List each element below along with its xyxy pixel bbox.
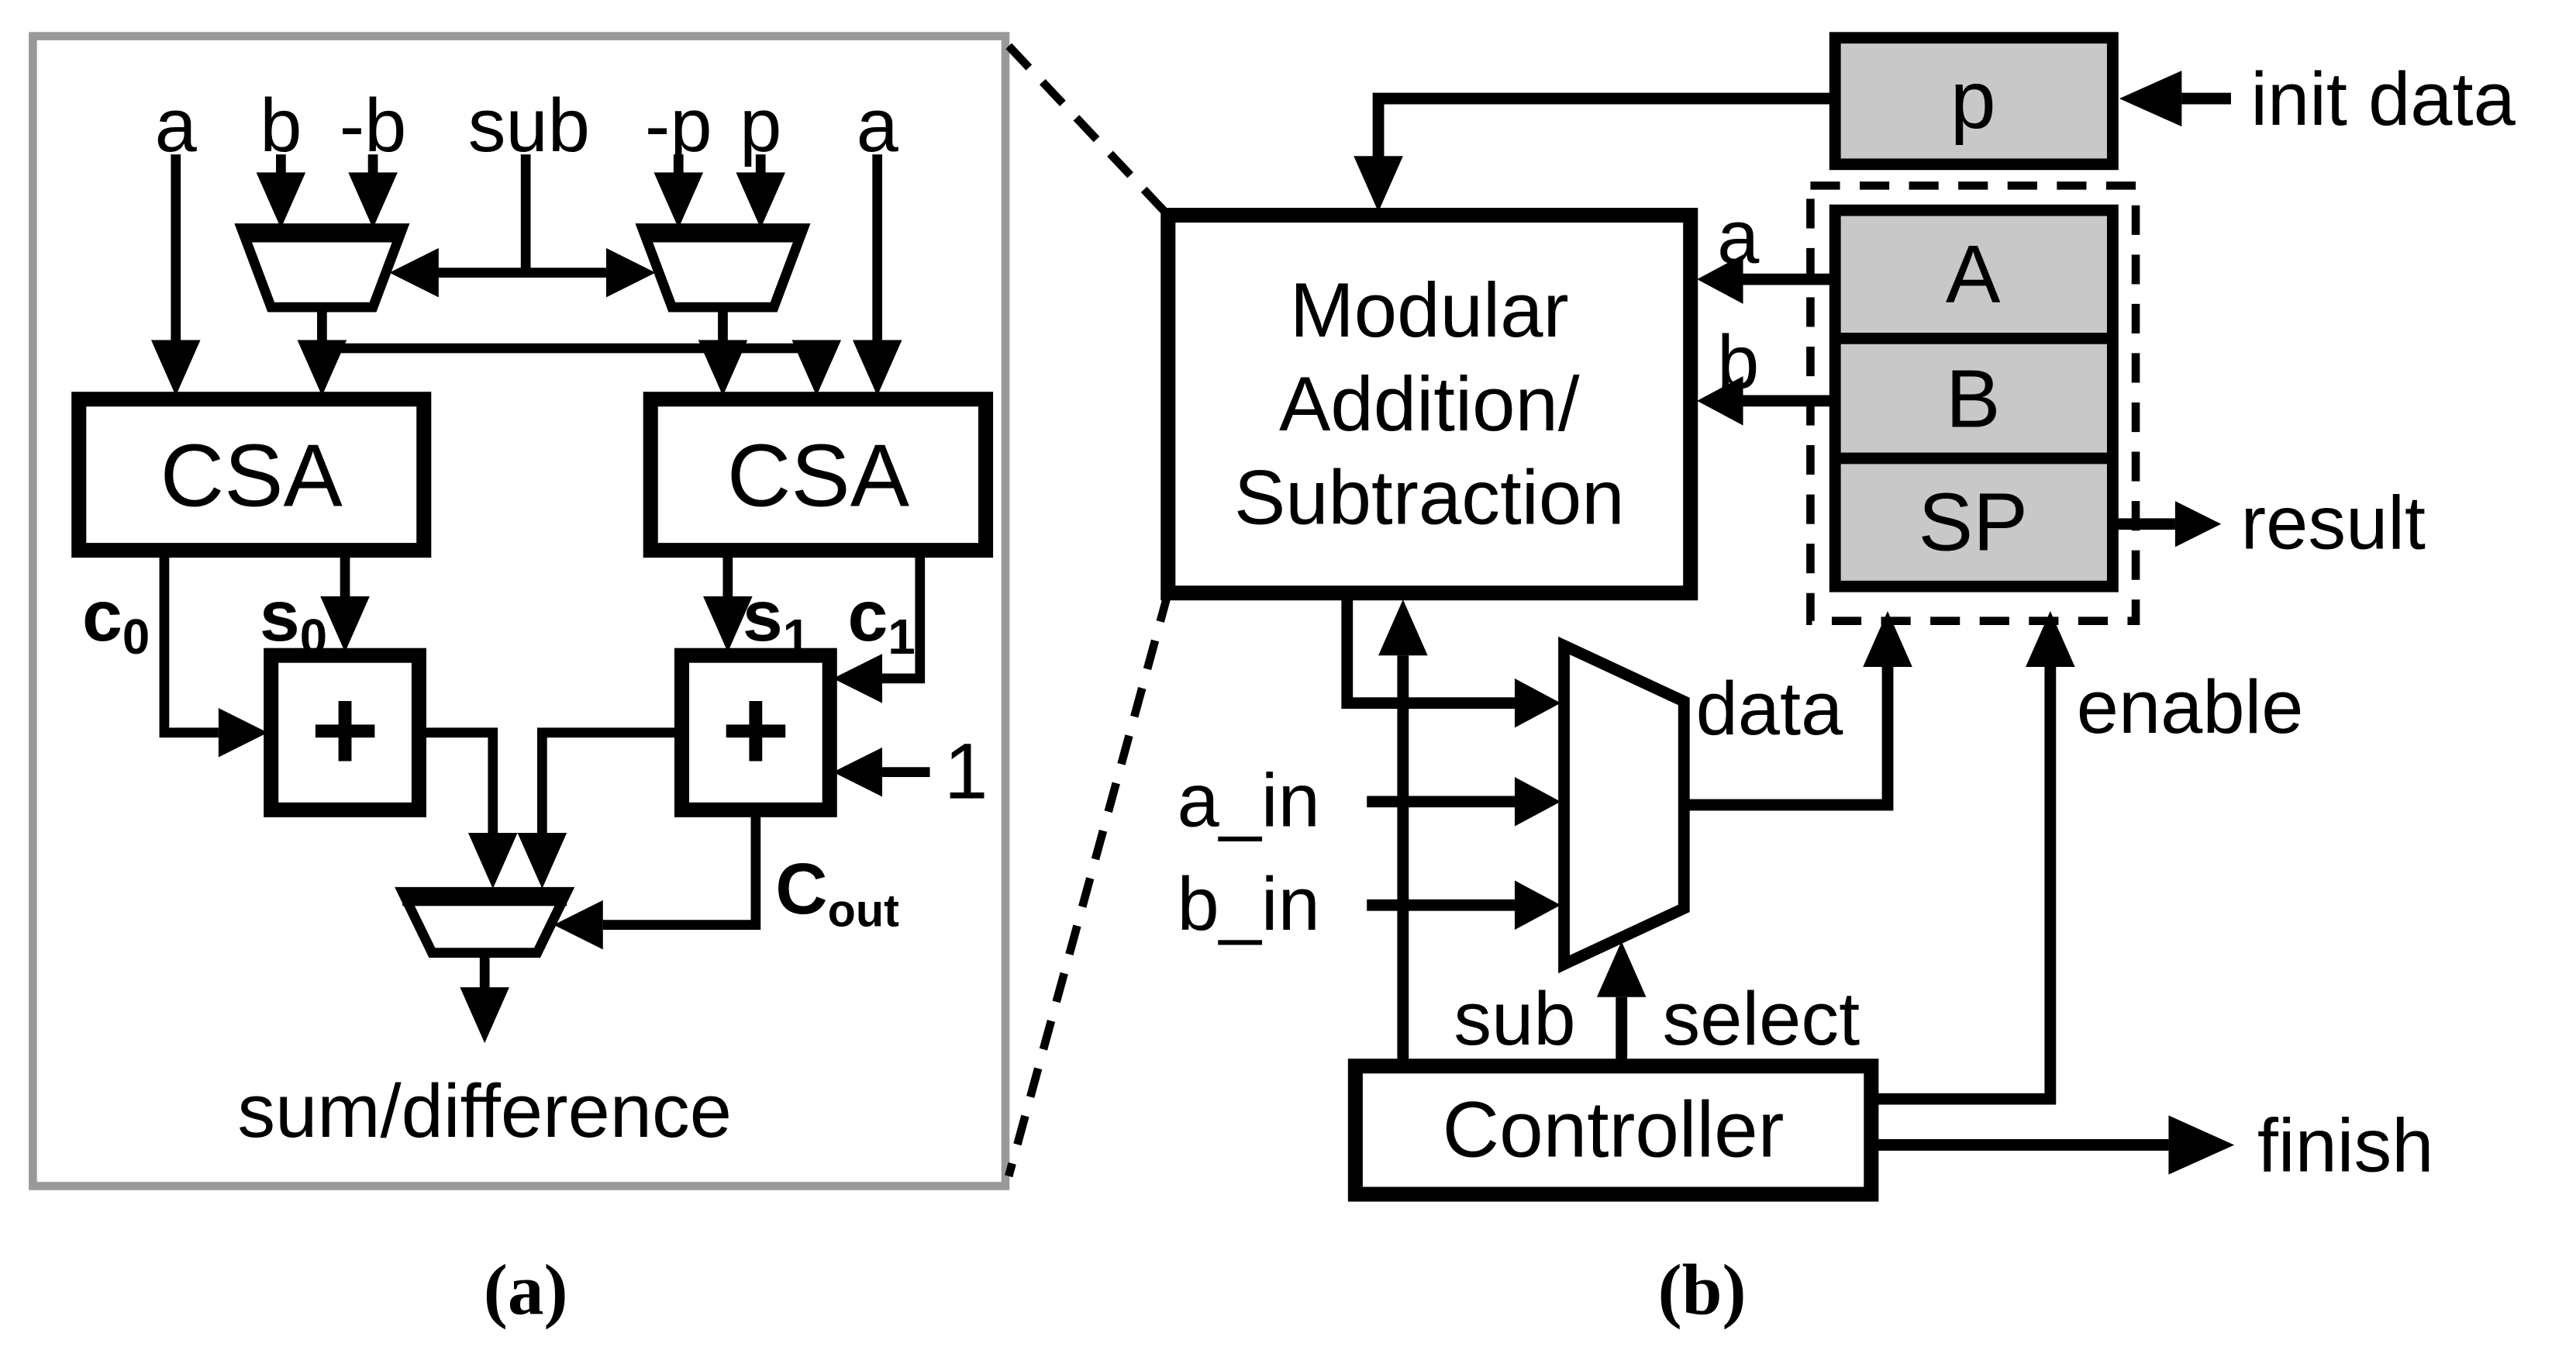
register-b-label: B — [1946, 354, 2001, 445]
input-label-neg-p: -p — [645, 83, 712, 168]
arrow-s0 — [320, 596, 370, 652]
adder-right-box — [674, 648, 837, 817]
label-c1: c1 — [848, 575, 916, 665]
label-c1-base: c — [848, 575, 888, 656]
label-c0-sub: 0 — [122, 610, 150, 665]
adder-left-plus: + — [310, 665, 379, 796]
panel-a-frame — [29, 32, 1010, 1190]
callout-dash-bottom — [1005, 592, 1172, 1178]
wire-adder-right-out — [536, 727, 682, 837]
label-b-feed: b — [1717, 319, 1759, 404]
finish-arrow — [2168, 1115, 2235, 1175]
adder-left-box — [264, 648, 426, 817]
label-a-feed: a — [1717, 195, 1760, 279]
arrow-sub-control — [1378, 599, 1428, 656]
label-cout-base: C — [775, 848, 827, 929]
input-label-b: b — [260, 83, 302, 168]
arrow-a-left — [150, 340, 201, 396]
label-c0-base: c — [82, 575, 122, 656]
label-select: select — [1663, 976, 1860, 1061]
result-arrow — [2174, 501, 2222, 547]
arrow-p-to-modular — [1354, 156, 1403, 212]
callout-dash-top — [1005, 43, 1171, 219]
adder-right-plus: + — [721, 665, 790, 796]
arrow-select — [1596, 941, 1647, 997]
label-sum-difference: sum/difference — [237, 1069, 732, 1153]
arrow-enable — [2026, 611, 2075, 668]
label-enable: enable — [2077, 665, 2304, 749]
label-data: data — [1696, 666, 1844, 751]
label-s0-base: s — [260, 575, 300, 656]
wire-enable — [1867, 667, 2057, 1105]
label-a-in: a_in — [1177, 758, 1319, 843]
arrow-s1 — [703, 596, 753, 652]
input-label-neg-b: -b — [340, 83, 407, 168]
arrow-cout — [553, 900, 603, 950]
arrow-b-feed — [1697, 376, 1743, 426]
arrow-a-in — [1514, 776, 1561, 827]
wire-p-to-modular — [1372, 92, 1836, 160]
arrow-neg-p — [653, 172, 704, 229]
controller-box — [1347, 1059, 1879, 1202]
wire-c0 — [159, 550, 219, 738]
wire-modular-out — [1341, 586, 1515, 710]
arrow-p — [736, 172, 786, 229]
init-data-label: init data — [2250, 57, 2516, 141]
label-cout: Cout — [775, 848, 899, 937]
csa-right-box — [643, 392, 994, 558]
controller-label: Controller — [1443, 1085, 1785, 1173]
result-label: result — [2241, 481, 2426, 565]
arrow-data — [1863, 611, 1912, 668]
label-b-in: b_in — [1177, 862, 1319, 946]
label-carry-one: 1 — [944, 727, 988, 816]
init-data-arrow — [2119, 71, 2182, 127]
wire-adder-left-out — [419, 727, 498, 837]
arrow-sub-left — [389, 247, 439, 298]
csa-right-label: CSA — [727, 426, 910, 525]
input-label-p: p — [740, 83, 781, 168]
arrow-adder-left-out — [467, 832, 518, 889]
arrow-carry-one — [833, 747, 883, 797]
arrow-b — [256, 172, 306, 229]
panel-b: p init data Modular Addition/ Subtractio… — [1160, 32, 2516, 1331]
datapath-mux — [1558, 636, 1690, 974]
wire-cout — [602, 810, 761, 930]
label-c0: c0 — [82, 575, 150, 665]
arrow-neg-b — [348, 172, 398, 229]
arrow-sub-right — [606, 247, 656, 298]
modular-label-line1: Modular — [1290, 268, 1569, 354]
caption-a: (a) — [484, 1251, 568, 1331]
caption-b: (b) — [1658, 1251, 1747, 1331]
arrow-b-in — [1514, 880, 1561, 930]
arrow-a-feed — [1697, 254, 1743, 304]
register-a-label: A — [1946, 229, 2001, 320]
wire-c1 — [882, 550, 926, 684]
label-c1-sub: 1 — [888, 610, 915, 665]
arrow-mux-right-out — [698, 340, 748, 396]
modular-block — [1160, 207, 1698, 601]
panel-a: a b -b sub -p p a — [29, 32, 1010, 1331]
label-s1-base: s — [743, 575, 783, 656]
arrow-sum-out — [460, 987, 509, 1044]
label-cout-sub: out — [828, 885, 899, 937]
csa-left-box — [71, 392, 432, 558]
arrow-mux-left-out — [297, 340, 347, 396]
arrow-adder-right-out — [517, 832, 567, 889]
modular-label-line3: Subtraction — [1234, 455, 1625, 541]
p-register-label: p — [1950, 54, 1996, 146]
arrow-modular-out — [1514, 678, 1561, 728]
arrow-bus-drop — [791, 340, 842, 396]
arrow-c0 — [218, 707, 268, 758]
arrow-c1 — [833, 654, 883, 703]
input-label-a-left: a — [155, 83, 198, 168]
csa-left-label: CSA — [160, 426, 343, 525]
finish-label: finish — [2257, 1103, 2434, 1187]
register-sp-label: SP — [1919, 477, 2028, 568]
wire-data — [1681, 667, 1894, 811]
arrow-a-right — [852, 340, 902, 396]
label-sub-control: sub — [1454, 976, 1575, 1061]
input-label-sub: sub — [468, 83, 590, 168]
modular-label-line2: Addition/ — [1279, 361, 1580, 447]
input-label-a-right: a — [857, 83, 899, 168]
